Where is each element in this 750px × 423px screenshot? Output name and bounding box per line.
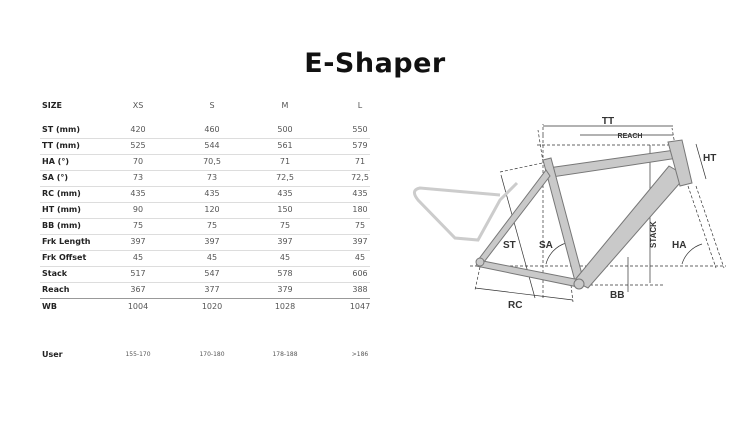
bike-frame [475, 139, 693, 290]
label-st: ST [503, 240, 516, 251]
cell-value: 420 [130, 125, 146, 134]
table-row: HT (mm) 90 120 150 180 [40, 202, 370, 219]
cell-value: 155-170 [125, 351, 151, 358]
table-row: HA (°) 70 70,5 71 71 [40, 154, 370, 171]
cell-value: 75 [354, 221, 366, 230]
cell-value: 379 [277, 285, 293, 294]
cell-value: 547 [204, 269, 220, 278]
cell-value: S [209, 101, 215, 110]
table-row: SA (°) 73 73 72,5 72,5 [40, 170, 370, 187]
label-bb: BB [610, 290, 624, 301]
cell-value: 367 [130, 285, 146, 294]
cell-value: 72,5 [351, 173, 369, 182]
cell-value: XS [132, 101, 144, 110]
cell-value: 397 [352, 237, 368, 246]
row-label: ST (mm) [42, 125, 80, 134]
cell-value: 377 [204, 285, 220, 294]
row-label: Stack [42, 269, 68, 278]
cell-value: 72,5 [276, 173, 294, 182]
row-label: BB (mm) [42, 221, 81, 230]
row-label: User [42, 350, 63, 359]
cell-value: 45 [206, 253, 218, 262]
cell-value: 75 [132, 221, 144, 230]
cell-value: 45 [132, 253, 144, 262]
cell-value: 579 [352, 141, 368, 150]
table-row: Reach 367 377 379 388 [40, 282, 370, 298]
table-row: Stack 517 547 578 606 [40, 266, 370, 283]
cell-value: 73 [206, 173, 218, 182]
table-row: ST (mm) 420 460 500 550 [40, 122, 370, 139]
cell-value: 150 [277, 205, 293, 214]
label-tt: TT [602, 116, 614, 127]
cell-value: 388 [352, 285, 368, 294]
cell-value: 71 [279, 157, 291, 166]
cell-value: 500 [277, 125, 293, 134]
cell-value: 397 [204, 237, 220, 246]
row-label: TT (mm) [42, 141, 80, 150]
cell-value: 397 [277, 237, 293, 246]
cell-value: 90 [132, 205, 144, 214]
row-label: Frk Offset [42, 253, 87, 262]
cell-value: 45 [354, 253, 366, 262]
cell-value: 1004 [127, 302, 149, 311]
cell-value: 45 [279, 253, 291, 262]
row-label: SA (°) [42, 173, 69, 182]
cell-value: 73 [132, 173, 144, 182]
page-title: E-Shaper [304, 48, 446, 79]
cell-value: 435 [130, 189, 146, 198]
cell-value: 606 [352, 269, 368, 278]
cell-value: 1028 [274, 302, 296, 311]
label-sa: SA [539, 240, 553, 251]
table-row: BB (mm) 75 75 75 75 [40, 218, 370, 235]
cell-value: 120 [204, 205, 220, 214]
cell-value: 170-180 [199, 351, 225, 358]
cell-value: 397 [130, 237, 146, 246]
cell-value: 550 [352, 125, 368, 134]
cell-value: 435 [204, 189, 220, 198]
cell-value: 435 [277, 189, 293, 198]
cell-value: 1047 [349, 302, 371, 311]
cell-value: 75 [279, 221, 291, 230]
table-row: RC (mm) 435 435 435 435 [40, 186, 370, 203]
rack-outline [413, 181, 519, 242]
cell-value: 75 [206, 221, 218, 230]
table-row: Frk Offset 45 45 45 45 [40, 250, 370, 267]
cell-value: 1020 [201, 302, 223, 311]
label-rc: RC [508, 300, 522, 311]
cell-value: 460 [204, 125, 220, 134]
label-ha: HA [672, 240, 686, 251]
row-label: Reach [42, 285, 70, 294]
row-label: SIZE [42, 101, 63, 110]
cell-value: 517 [130, 269, 146, 278]
cell-value: 544 [204, 141, 220, 150]
cell-value: 578 [277, 269, 293, 278]
cell-value: 525 [130, 141, 146, 150]
cell-value: >186 [351, 351, 369, 358]
row-label: HA (°) [42, 157, 69, 166]
cell-value: 435 [352, 189, 368, 198]
label-reach: REACH [618, 133, 643, 140]
table-user-row: User 155-170 170-180 178-188 >186 [40, 347, 370, 363]
cell-value: 70,5 [203, 157, 221, 166]
table-row: TT (mm) 525 544 561 579 [40, 138, 370, 155]
table-row: Frk Length 397 397 397 397 [40, 234, 370, 251]
cell-value: 180 [352, 205, 368, 214]
row-label: WB [42, 302, 57, 311]
cell-value: L [357, 101, 363, 110]
row-label: Frk Length [42, 237, 91, 246]
cell-value: 178-188 [272, 351, 298, 358]
row-label: HT (mm) [42, 205, 81, 214]
table-header-row: SIZE XS S M L [40, 98, 370, 114]
table-row: WB 1004 1020 1028 1047 [40, 298, 370, 315]
row-label: RC (mm) [42, 189, 81, 198]
cell-value: M [281, 101, 289, 110]
label-ht: HT [703, 153, 716, 164]
cell-value: 70 [132, 157, 144, 166]
cell-value: 71 [354, 157, 366, 166]
cell-value: 561 [277, 141, 293, 150]
label-stack: STACK [649, 221, 658, 248]
